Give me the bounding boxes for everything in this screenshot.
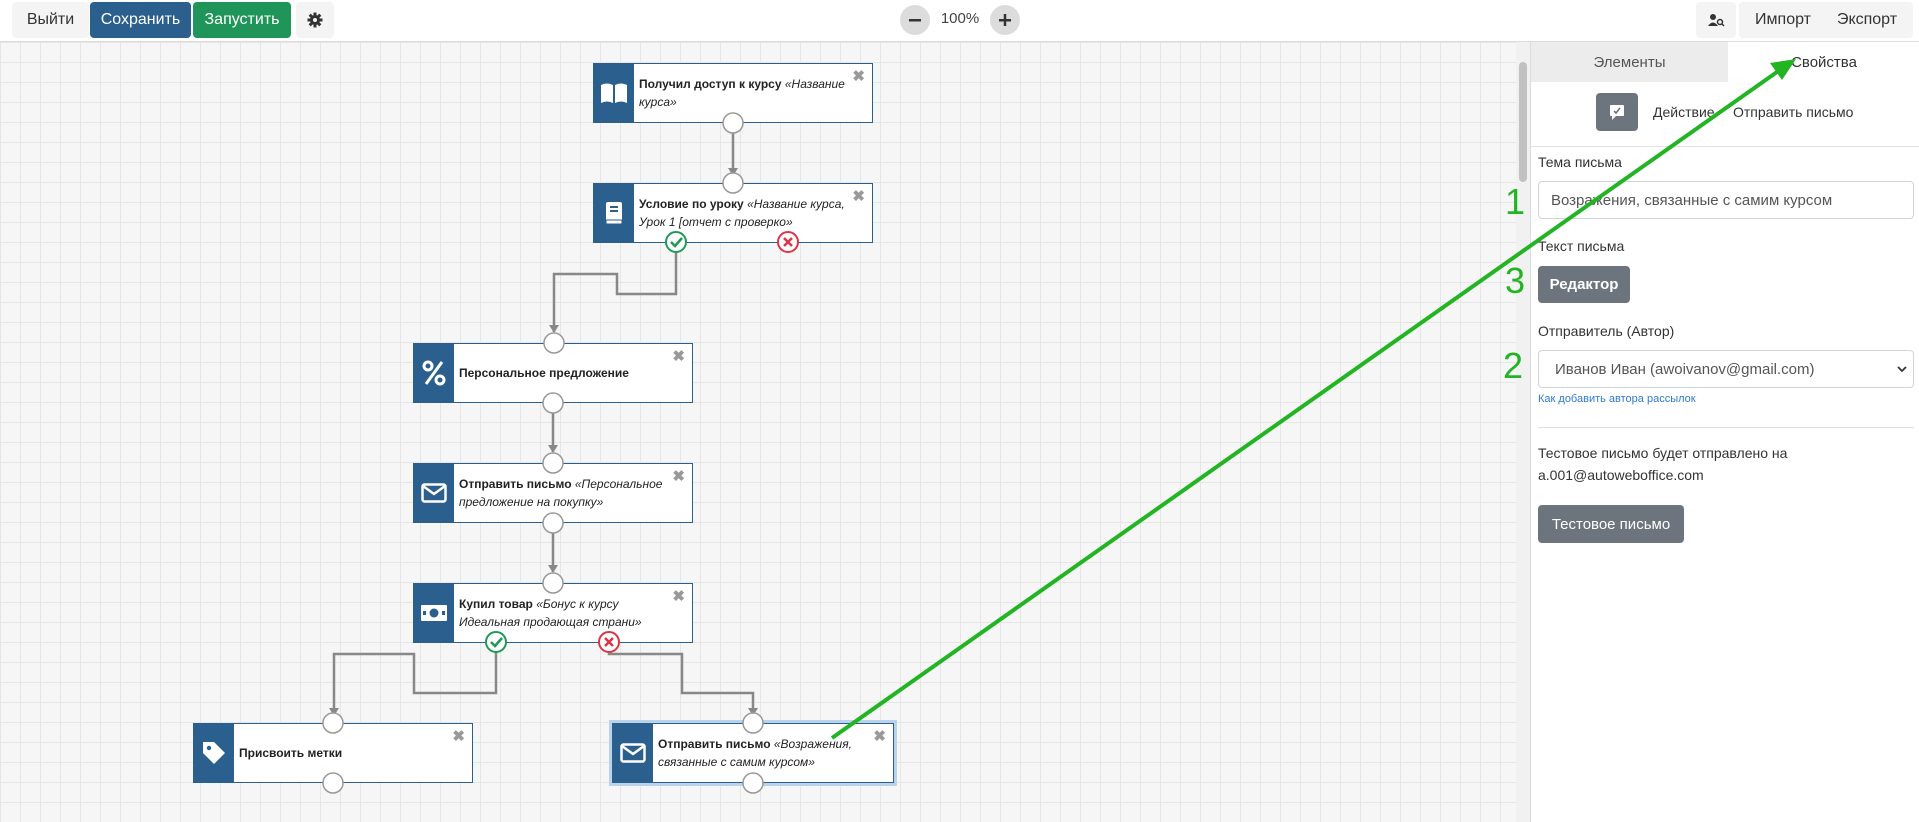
node-title: Присвоить метки — [239, 746, 343, 760]
scrollbar-thumb[interactable] — [1519, 62, 1527, 182]
action-label: Действие — [1653, 104, 1715, 120]
book-open-icon — [601, 83, 627, 103]
flow-canvas[interactable]: Получил доступ к курсу «Название курса» … — [0, 42, 1516, 822]
input-port[interactable] — [543, 332, 565, 354]
envelope-icon — [620, 743, 646, 763]
output-port[interactable] — [722, 112, 744, 134]
check-icon[interactable] — [665, 231, 687, 253]
plus-icon — [999, 14, 1011, 26]
tab-elements[interactable]: Элементы — [1531, 42, 1728, 82]
output-port[interactable] — [742, 772, 764, 794]
zoom-in-button[interactable] — [990, 5, 1020, 35]
subject-label: Тема письма — [1538, 154, 1622, 170]
cross-icon[interactable] — [777, 231, 799, 253]
node-ports — [322, 112, 799, 794]
message-icon — [1610, 105, 1624, 120]
test-note-line2: a.001@autoweboffice.com — [1538, 467, 1704, 483]
sender-help-link[interactable]: Как добавить автора рассылок — [1538, 393, 1696, 405]
tab-properties[interactable]: Свойства — [1728, 42, 1919, 82]
settings-button[interactable] — [296, 2, 334, 38]
input-port[interactable] — [742, 712, 764, 734]
node-title: Получил доступ к курсу — [639, 77, 782, 91]
divider — [1531, 146, 1919, 147]
chevron-down-icon — [1897, 366, 1907, 373]
close-icon[interactable]: ✖ — [452, 728, 465, 745]
node-title: Отправить письмо — [459, 477, 572, 491]
annotation-marker-3: 3 — [1505, 260, 1526, 301]
output-port[interactable] — [542, 392, 564, 414]
action-value: Отправить письмо — [1733, 104, 1854, 120]
exit-button[interactable]: Выйти — [12, 2, 89, 38]
envelope-icon — [421, 483, 447, 503]
output-port[interactable] — [542, 512, 564, 534]
close-icon[interactable]: ✖ — [672, 588, 685, 605]
body-label: Текст письма — [1538, 238, 1625, 254]
tag-icon — [203, 742, 225, 764]
user-search-icon — [1708, 14, 1725, 27]
user-search-button[interactable] — [1696, 2, 1736, 38]
save-button[interactable]: Сохранить — [90, 2, 191, 38]
cross-icon[interactable] — [598, 631, 620, 653]
canvas-scrollbar[interactable] — [1516, 42, 1530, 822]
editor-button[interactable]: Редактор — [1538, 266, 1630, 303]
import-button[interactable]: Импорт — [1739, 2, 1827, 38]
subject-input[interactable]: Возражения, связанные с самим курсом — [1538, 181, 1914, 219]
test-email-button[interactable]: Тестовое письмо — [1538, 505, 1684, 543]
sender-value: Иванов Иван (awoivanov@gmail.com) — [1555, 360, 1815, 378]
money-icon — [421, 605, 447, 621]
divider — [1538, 427, 1914, 428]
sender-label: Отправитель (Автор) — [1538, 323, 1675, 339]
annotation-marker-1: 1 — [1505, 181, 1526, 222]
node-subtitle: «Название курса, Урок 1 [отчет с проверк… — [639, 197, 845, 229]
node-title: Отправить письмо — [658, 737, 771, 751]
run-button[interactable]: Запустить — [193, 2, 291, 38]
zoom-level: 100% — [940, 10, 980, 27]
panel-tabs: Элементы Свойства — [1531, 42, 1919, 82]
input-port[interactable] — [322, 712, 344, 734]
close-icon[interactable]: ✖ — [672, 468, 685, 485]
export-button[interactable]: Экспорт — [1821, 2, 1913, 38]
test-note-line1: Тестовое письмо будет отправлено на — [1538, 445, 1788, 461]
node-subtitle: «Название курса» — [639, 77, 845, 109]
book-icon — [605, 202, 623, 225]
input-port[interactable] — [542, 572, 564, 594]
close-icon[interactable]: ✖ — [672, 348, 685, 365]
zoom-out-button[interactable] — [900, 5, 930, 35]
node-subtitle: «Бонус к курсу Идеальная продающая стран… — [459, 597, 642, 629]
node-title: Купил товар — [459, 597, 533, 611]
action-type-badge — [1596, 93, 1638, 131]
node-subtitle: «Персональное предложение на покупку» — [459, 477, 663, 509]
gear-icon — [307, 12, 323, 28]
input-port[interactable] — [542, 452, 564, 474]
node-subtitle: «Возражения, связанные с самим курсом» — [658, 737, 852, 769]
node-title: Условие по уроку — [639, 197, 744, 211]
minus-icon — [909, 19, 921, 22]
properties-panel: Элементы Свойства Действие Отправить пис… — [1530, 42, 1919, 822]
output-port[interactable] — [322, 772, 344, 794]
percent-icon — [422, 360, 446, 386]
check-icon[interactable] — [485, 631, 507, 653]
annotation-marker-2: 2 — [1503, 345, 1524, 386]
sender-select[interactable]: Иванов Иван (awoivanov@gmail.com) — [1538, 350, 1914, 388]
input-port[interactable] — [722, 172, 744, 194]
top-toolbar: Выйти Сохранить Запустить 100% Импорт Эк… — [0, 0, 1919, 42]
node-title: Персональное предложение — [459, 366, 629, 380]
